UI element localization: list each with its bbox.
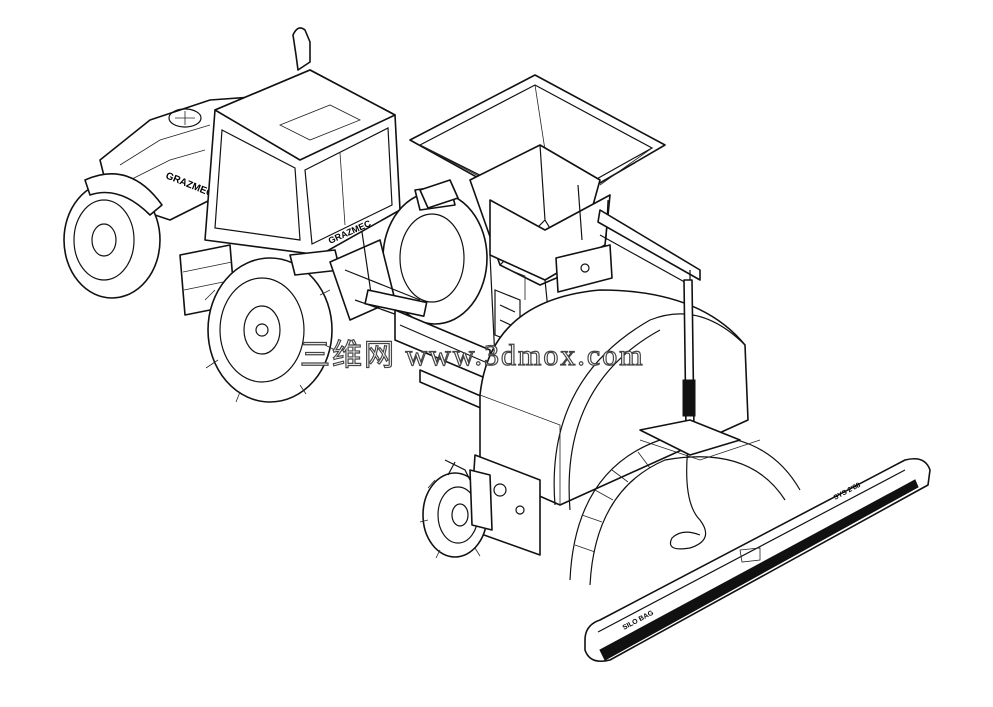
cab-window-side: [304, 127, 393, 245]
gantry-arm: [597, 209, 701, 281]
spreader-belt: [599, 479, 919, 661]
exhaust-stack: [292, 27, 311, 71]
tunnel-shell: [479, 289, 749, 506]
rear-left-wheel: [204, 249, 341, 403]
bagging-tunnel: [469, 279, 801, 586]
tractor: GRAZMEC GRAZMEC: [63, 27, 488, 403]
cab-window-front: [214, 129, 301, 241]
hopper-light: [419, 179, 459, 209]
spreader-bar: SILO BAG SYS 2'88: [584, 457, 931, 663]
bracket-plate: [555, 244, 613, 293]
watermark: 三维网 www.3dmox.com: [299, 338, 645, 372]
hopper: [409, 74, 701, 361]
hose-coil: [669, 429, 707, 550]
front-left-wheel: [63, 173, 163, 299]
transport-wheel: [419, 459, 493, 559]
hood-emblem: [168, 108, 202, 128]
